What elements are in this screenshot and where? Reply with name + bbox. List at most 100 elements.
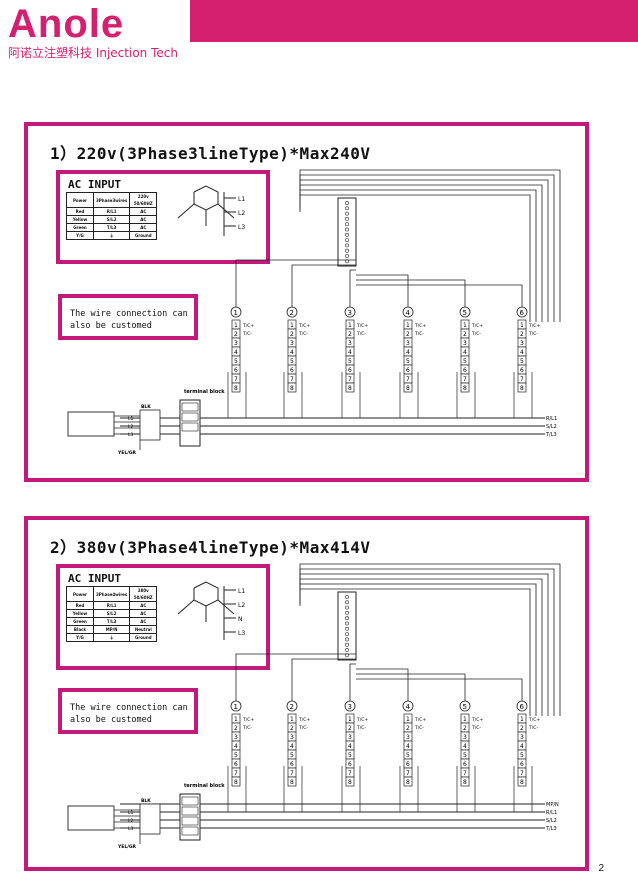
pin-label: T/C+ bbox=[414, 717, 426, 723]
connector-number-circle bbox=[402, 306, 414, 318]
pin-number: 5 bbox=[348, 752, 352, 759]
pin-number: 1 bbox=[520, 322, 524, 329]
connector-number-circle bbox=[230, 700, 242, 712]
pin-number: 2 bbox=[348, 725, 352, 732]
pin-label: T/C- bbox=[356, 331, 366, 337]
pin-number: 7 bbox=[406, 770, 410, 777]
pin-number: 2 bbox=[234, 331, 238, 338]
pin-number: 2 bbox=[520, 725, 524, 732]
terminal-slot bbox=[181, 826, 199, 836]
pin-label: T/C- bbox=[242, 725, 252, 731]
table-row: Y/G⏚Ground bbox=[66, 633, 158, 642]
connector-pin-cell bbox=[345, 382, 355, 393]
harness-wire bbox=[235, 259, 356, 317]
connector-pin bbox=[345, 238, 349, 243]
connector-pin-cell bbox=[460, 382, 470, 393]
phase-label: L1 bbox=[238, 588, 245, 595]
harness-wire bbox=[349, 663, 356, 711]
cable-label: L1 bbox=[128, 810, 134, 816]
pin-label: T/C- bbox=[528, 725, 538, 731]
pin-number: 2 bbox=[406, 331, 410, 338]
pin-number: 3 bbox=[406, 340, 410, 347]
pin-number: 4 bbox=[463, 349, 467, 356]
ac-input-title: AC INPUT bbox=[68, 178, 121, 191]
connector-number: 6 bbox=[520, 703, 525, 711]
ac-input-title: AC INPUT bbox=[68, 572, 121, 585]
pin-number: 3 bbox=[290, 340, 294, 347]
bus-label: R/L1 bbox=[546, 416, 557, 422]
harness-wire bbox=[291, 658, 356, 711]
pin-number: 7 bbox=[234, 770, 238, 777]
pin-label: T/C+ bbox=[356, 323, 368, 329]
pin-number: 6 bbox=[520, 761, 524, 768]
connector-pin bbox=[345, 605, 349, 610]
harness-wire bbox=[356, 279, 466, 317]
table-row: Y/G⏚Ground bbox=[66, 231, 158, 240]
note-text: The wire connection can also be customed bbox=[70, 703, 188, 725]
pin-number: 4 bbox=[290, 349, 294, 356]
connector-number: 2 bbox=[290, 703, 294, 711]
phase-label: L1 bbox=[238, 196, 245, 203]
pin-number: 3 bbox=[406, 734, 410, 741]
pin-number: 6 bbox=[348, 367, 352, 374]
pin-number: 5 bbox=[348, 358, 352, 365]
connector-pin bbox=[345, 232, 349, 237]
connector-number-circle bbox=[459, 700, 471, 712]
cable-label: L2 bbox=[128, 424, 134, 430]
connector-pin bbox=[345, 611, 349, 615]
pin-number: 8 bbox=[463, 779, 467, 786]
pin-number: 1 bbox=[290, 322, 294, 329]
bus-label: S/L2 bbox=[546, 818, 557, 824]
main-connector bbox=[337, 197, 357, 267]
pin-number: 5 bbox=[234, 752, 238, 759]
pin-number: 1 bbox=[463, 716, 467, 723]
bus-label: MP/N bbox=[546, 802, 559, 808]
note-box: The wire connection can also be customed bbox=[58, 294, 198, 340]
pin-number: 1 bbox=[234, 716, 238, 723]
pin-number: 5 bbox=[406, 752, 410, 759]
pin-number: 3 bbox=[348, 734, 352, 741]
pin-number: 8 bbox=[234, 779, 238, 786]
cable-connector bbox=[139, 409, 161, 441]
cable-label: L2 bbox=[128, 818, 134, 824]
pin-number: 7 bbox=[348, 376, 352, 383]
pin-label: T/C- bbox=[298, 331, 308, 337]
pin-label: T/C+ bbox=[414, 323, 426, 329]
terminal-slot bbox=[181, 422, 199, 432]
harness-wire bbox=[356, 668, 409, 711]
connector-pin bbox=[345, 648, 349, 652]
pin-label: T/C- bbox=[242, 331, 252, 337]
brand-tagline: 阿诺立注塑科技 Injection Tech bbox=[8, 46, 178, 60]
pin-number: 2 bbox=[463, 331, 467, 338]
connector-pin bbox=[345, 243, 349, 248]
connector-pin-cell bbox=[231, 382, 241, 393]
connector-number: 2 bbox=[290, 309, 294, 317]
pin-number: 5 bbox=[290, 358, 294, 365]
connector-pin-cell bbox=[345, 776, 355, 787]
connector-number: 1 bbox=[234, 703, 238, 711]
pin-label: T/C+ bbox=[298, 323, 310, 329]
cable-label: L3 bbox=[128, 826, 134, 832]
connector-pin bbox=[345, 626, 349, 631]
harness-wire bbox=[299, 588, 531, 716]
connector-pin bbox=[345, 211, 349, 216]
bus-label: T/L3 bbox=[545, 432, 557, 438]
connector-pin-cell bbox=[403, 776, 413, 787]
pin-label: T/C- bbox=[298, 725, 308, 731]
pin-number: 7 bbox=[406, 376, 410, 383]
harness-wire bbox=[299, 578, 543, 716]
pin-number: 8 bbox=[290, 779, 294, 786]
pin-number: 3 bbox=[348, 340, 352, 347]
harness-wire bbox=[356, 284, 523, 317]
pin-number: 8 bbox=[520, 385, 524, 392]
pin-number: 8 bbox=[234, 385, 238, 392]
phase-label: N bbox=[238, 616, 243, 623]
pin-number: 4 bbox=[406, 743, 410, 750]
pin-number: 5 bbox=[290, 752, 294, 759]
pin-number: 1 bbox=[463, 322, 467, 329]
pin-label: T/C- bbox=[471, 331, 481, 337]
pin-number: 4 bbox=[348, 349, 352, 356]
connector-number-circle bbox=[344, 700, 356, 712]
phase-diagram: L1 L2 L3 bbox=[177, 185, 245, 236]
